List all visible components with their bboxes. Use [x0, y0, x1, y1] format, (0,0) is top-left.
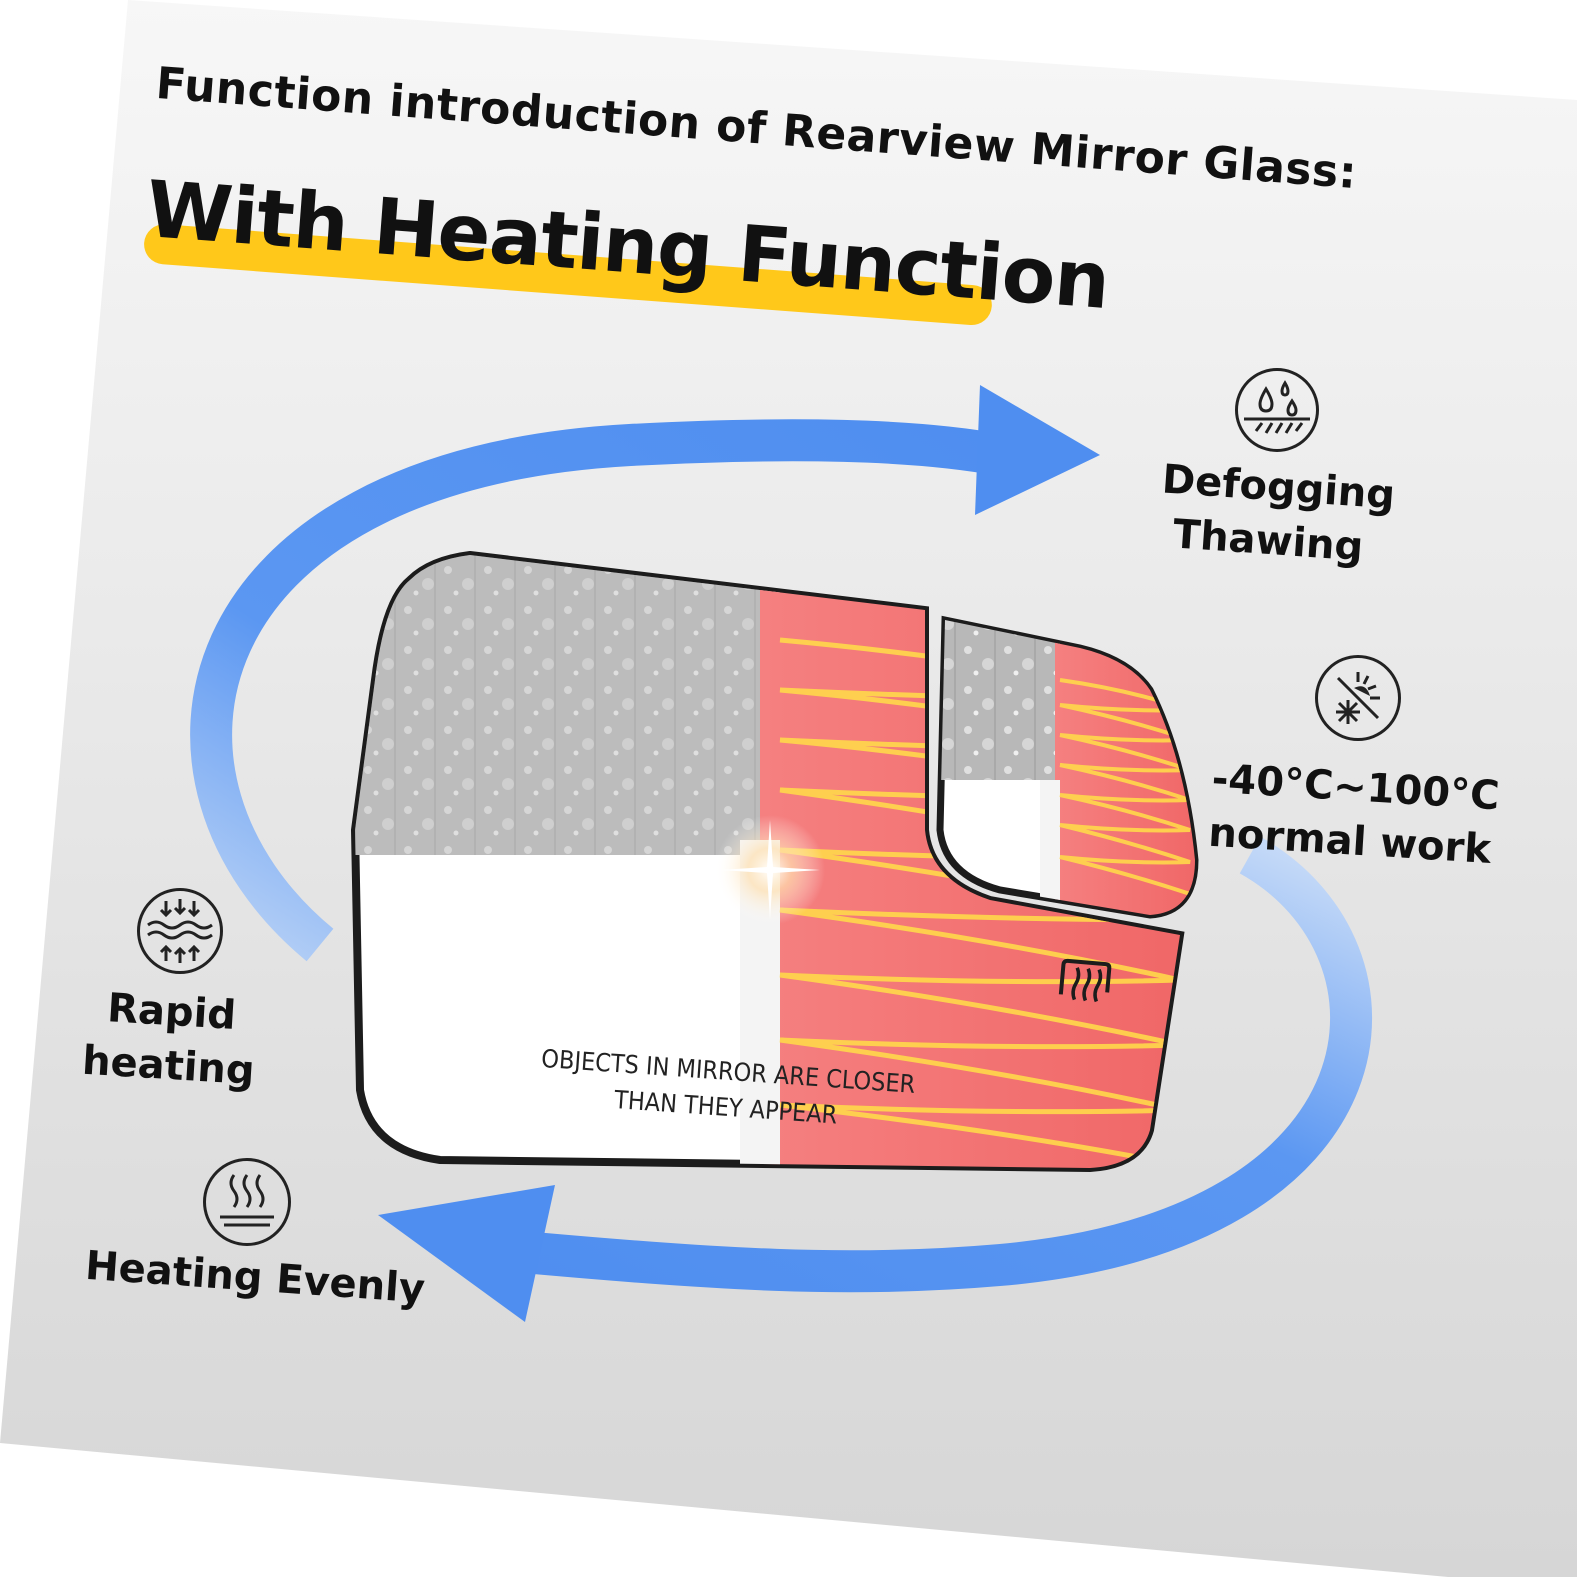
cycle-arrow-bottom-head: [378, 1185, 555, 1322]
heat-steam-icon: [203, 1158, 291, 1246]
feature-rapid-heating: Rapid heating: [72, 979, 268, 1098]
feature-rapid-heating-line2: heating: [80, 1037, 256, 1095]
cycle-arrow-bottom: [498, 836, 1372, 1293]
rapid-heating-waves-icon: [137, 888, 223, 974]
cycle-arrow-top: [190, 419, 1004, 962]
defog-droplets-icon: [1235, 368, 1319, 452]
sun-snowflake-icon: [1315, 655, 1401, 741]
mirror-glass: [350, 550, 1199, 1173]
cycle-arrow-top-head: [975, 385, 1100, 515]
rear-defrost-icon: [1058, 958, 1112, 1003]
feature-defogging: Defogging Thawing: [1157, 452, 1397, 575]
feature-temperature: -40°C~100°C normal work: [1207, 752, 1501, 876]
